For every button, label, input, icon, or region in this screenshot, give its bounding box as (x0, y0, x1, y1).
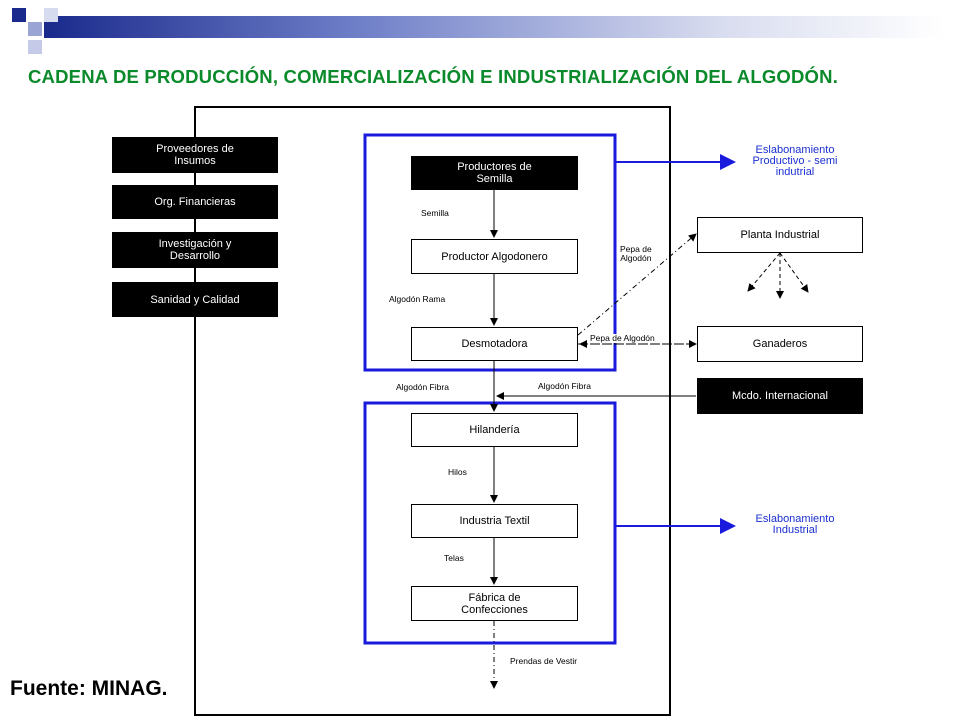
label-eslabonamiento-productivo: Eslabonamiento Productivo - semi indutri… (752, 144, 838, 178)
label-telas: Telas (444, 553, 464, 563)
label-algodon-fibra-1: Algodón Fibra (396, 382, 449, 392)
box-investigacion-desarrollo: Investigación y Desarrollo (112, 232, 278, 268)
label-pepa-algodon-2: Pepa de Algodón (590, 333, 655, 343)
label-eslabonamiento-industrial: Eslabonamiento Industrial (755, 513, 835, 536)
node-mcdo-internacional: Mcdo. Internacional (697, 378, 863, 414)
slide-title: CADENA DE PRODUCCIÓN, COMERCIALIZACIÓN E… (28, 66, 839, 87)
header-square-1 (12, 8, 26, 22)
box-proveedores-insumos: Proveedores de Insumos (112, 137, 278, 173)
node-industria-textil: Industria Textil (411, 504, 578, 538)
lower-stage-frame (363, 401, 617, 645)
box-sanidad-calidad: Sanidad y Calidad (112, 282, 278, 317)
outer-frame (194, 106, 671, 716)
node-ganaderos: Ganaderos (697, 326, 863, 362)
header-square-2 (28, 22, 42, 36)
label-algodon-rama: Algodón Rama (389, 294, 446, 304)
label-semilla: Semilla (421, 208, 449, 218)
header-square-3 (44, 8, 58, 22)
node-productor-algodonero: Productor Algodonero (411, 239, 578, 274)
label-hilos: Hilos (448, 467, 467, 477)
header-square-4 (28, 40, 42, 54)
label-prendas-vestir: Prendas de Vestir (510, 656, 578, 666)
box-org-financieras: Org. Financieras (112, 185, 278, 219)
node-hilanderia: Hilandería (411, 413, 578, 447)
arrow-pepa-planta (577, 233, 697, 336)
source-note: Fuente: MINAG. (10, 677, 168, 700)
node-planta-industrial: Planta Industrial (697, 217, 863, 253)
node-productores-semilla: Productores de Semilla (411, 156, 578, 190)
planta-out-1 (747, 252, 781, 292)
node-fabrica-confecciones: Fábrica de Confecciones (411, 586, 578, 621)
planta-out-3 (779, 252, 809, 293)
header-gradient-bar (44, 16, 944, 38)
label-algodon-fibra-2: Algodón Fibra (538, 381, 591, 391)
node-desmotadora: Desmotadora (411, 327, 578, 361)
label-pepa-algodon-1: Pepa de Algodón (620, 244, 652, 263)
upper-stage-frame (363, 133, 617, 372)
